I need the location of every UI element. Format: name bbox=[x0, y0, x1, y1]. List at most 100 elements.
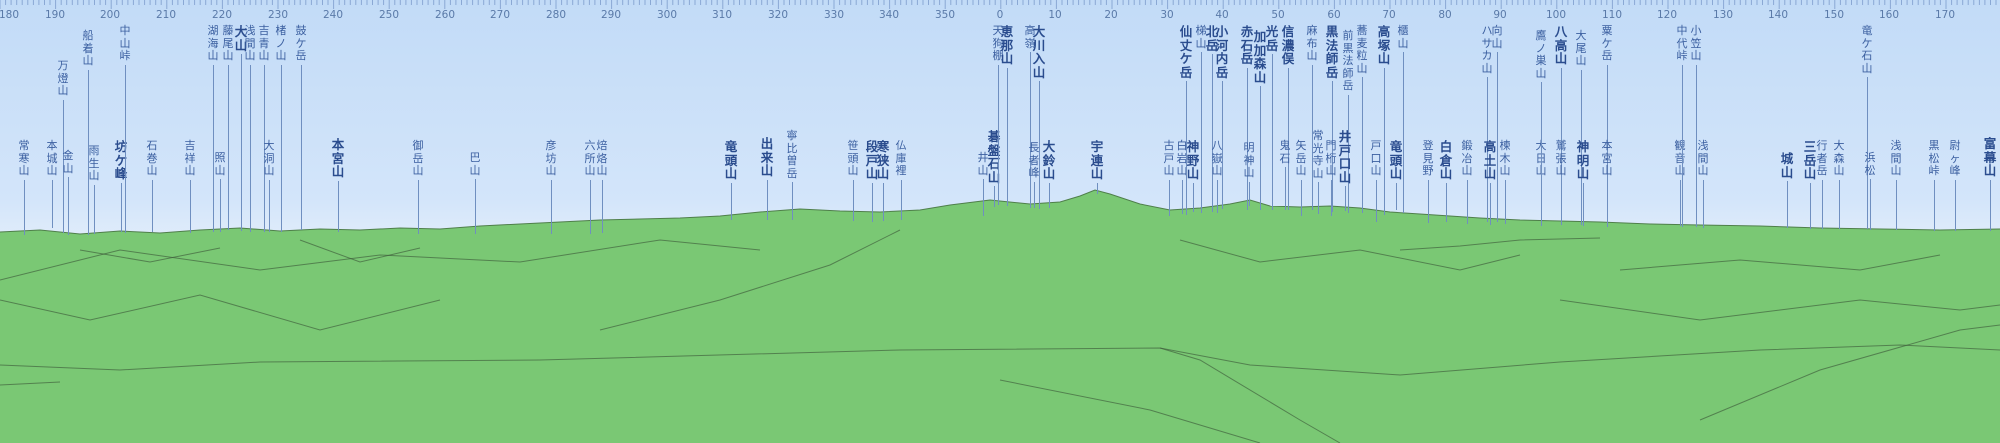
ridge-line bbox=[79, 247, 221, 263]
peak-pointer-line bbox=[1331, 179, 1332, 216]
peak-name-label: 御岳山 bbox=[412, 139, 424, 177]
peak-name-label: 笹頭山 bbox=[847, 139, 859, 177]
ridge-line bbox=[1179, 239, 1521, 271]
peak-name-label: 六所山 bbox=[584, 139, 596, 177]
peak-name-label: 照山 bbox=[214, 151, 226, 177]
peak-name-label: 加加森山 bbox=[1253, 29, 1267, 85]
ridge-line bbox=[1559, 299, 2000, 321]
peak-name-label: 楝木山 bbox=[1499, 139, 1511, 177]
peak-pointer-line bbox=[551, 179, 552, 234]
peak-name-label: 戸口山 bbox=[1370, 139, 1382, 177]
compass-degree-label: 320 bbox=[767, 9, 789, 21]
peak-pointer-line bbox=[1384, 67, 1385, 215]
peak-name-label: 彦坊山 bbox=[545, 139, 557, 177]
peak-pointer-line bbox=[1039, 81, 1040, 209]
peak-name-label: 吉青山 bbox=[258, 24, 270, 62]
peak-pointer-line bbox=[1182, 179, 1183, 214]
peak-name-label: 常光寺山 bbox=[1312, 129, 1324, 180]
compass-degree-label: 280 bbox=[545, 9, 567, 21]
peak-pointer-line bbox=[1249, 181, 1250, 206]
peak-pointer-line bbox=[1541, 82, 1542, 224]
peak-pointer-line bbox=[1696, 64, 1697, 227]
peak-pointer-line bbox=[24, 179, 25, 235]
ridge-line bbox=[0, 239, 761, 281]
peak-name-label: 雨生山 bbox=[88, 144, 100, 182]
peak-name-label: 大山 bbox=[234, 24, 248, 53]
peak-pointer-line bbox=[1169, 179, 1170, 216]
peak-pointer-line bbox=[1301, 179, 1302, 216]
peak-name-label: 金山 bbox=[62, 149, 74, 175]
peak-pointer-line bbox=[1034, 181, 1035, 208]
peak-pointer-line bbox=[1285, 167, 1286, 210]
peak-pointer-line bbox=[1222, 81, 1223, 209]
peak-name-label: 黒法師岳 bbox=[1325, 24, 1339, 80]
peak-name-label: 浅間山 bbox=[1697, 139, 1709, 177]
peak-pointer-line bbox=[63, 99, 64, 233]
compass-degree-label: 220 bbox=[211, 9, 233, 21]
peak-name-label: 高嶺 bbox=[1024, 24, 1036, 50]
peak-pointer-line bbox=[1487, 77, 1488, 222]
compass-degree-label: 60 bbox=[1327, 9, 1341, 21]
peak-name-label: 鍛冶山 bbox=[1461, 139, 1473, 177]
peak-pointer-line bbox=[1193, 182, 1194, 212]
peak-name-label: ハサカ山 bbox=[1481, 24, 1493, 75]
peak-name-label: 吉祥山 bbox=[184, 139, 196, 177]
peak-pointer-line bbox=[1934, 179, 1935, 231]
peak-pointer-line bbox=[1396, 182, 1397, 210]
peak-name-label: 浅間山 bbox=[1890, 139, 1902, 177]
peak-pointer-line bbox=[901, 179, 902, 220]
peak-pointer-line bbox=[228, 64, 229, 230]
peak-name-label: 本宮山 bbox=[331, 137, 345, 179]
peak-pointer-line bbox=[1362, 77, 1363, 213]
peak-name-label: 竜頭山 bbox=[1389, 139, 1403, 181]
peak-name-label: 富幕山 bbox=[1983, 136, 1997, 178]
peak-pointer-line bbox=[1581, 69, 1582, 225]
peak-name-label: 神野山 bbox=[1186, 139, 1200, 181]
peak-name-label: 出来山 bbox=[760, 136, 774, 178]
peak-labels: 常寒山万燈山本城山金山船着山雨生山坊ケ峰中山峠石巻山吉祥山湖海山照山藤尾山大山浅… bbox=[19, 24, 1997, 235]
peak-pointer-line bbox=[1839, 179, 1840, 229]
compass-degree-label: 310 bbox=[711, 9, 733, 21]
peak-name-label: 三岳山 bbox=[1803, 139, 1817, 181]
peak-name-label: 大尾山 bbox=[1575, 29, 1587, 67]
ridge-line bbox=[0, 344, 2000, 376]
peak-name-label: 井戸口山 bbox=[1338, 129, 1352, 185]
peak-name-label: 大川入山 bbox=[1032, 24, 1046, 80]
peak-pointer-line bbox=[1247, 67, 1248, 210]
peak-name-label: 大鈴山 bbox=[1042, 139, 1056, 181]
peak-name-label: 登見野 bbox=[1422, 139, 1434, 177]
peak-name-label: 坊ケ峰 bbox=[114, 139, 128, 181]
peak-name-label: 信濃俣 bbox=[1281, 24, 1295, 66]
peak-name-label: 湖海山 bbox=[207, 24, 219, 62]
compass-degree-label: 160 bbox=[1878, 9, 1900, 21]
peak-name-label: 浜松 bbox=[1864, 151, 1876, 177]
peak-name-label: 藤尾山 bbox=[222, 24, 234, 62]
peak-name-label: 巴山 bbox=[469, 151, 481, 177]
peak-name-label: 石巻山 bbox=[146, 139, 158, 177]
peak-name-label: 向山 bbox=[1491, 24, 1503, 50]
peak-pointer-line bbox=[1787, 181, 1788, 228]
peak-pointer-line bbox=[1446, 182, 1447, 222]
peak-pointer-line bbox=[1217, 179, 1218, 213]
peak-name-label: 白倉山 bbox=[1439, 139, 1453, 181]
compass-degree-label: 230 bbox=[267, 9, 289, 21]
peak-pointer-line bbox=[1345, 186, 1346, 211]
peak-pointer-line bbox=[1680, 179, 1681, 226]
peak-name-label: 碁盤石山 bbox=[987, 129, 1001, 185]
peak-pointer-line bbox=[1348, 94, 1349, 213]
peak-pointer-line bbox=[983, 179, 984, 216]
peak-pointer-line bbox=[1682, 64, 1683, 227]
peak-pointer-line bbox=[883, 182, 884, 221]
peak-pointer-line bbox=[1260, 86, 1261, 210]
peak-name-label: 浅間山 bbox=[244, 24, 256, 62]
peak-pointer-line bbox=[1212, 54, 1213, 212]
ridge-line bbox=[599, 229, 901, 331]
peak-name-label: 中山峠 bbox=[119, 24, 131, 62]
peak-name-label: 鷹ノ巣山 bbox=[1535, 29, 1547, 80]
peak-pointer-line bbox=[792, 182, 793, 220]
peak-pointer-line bbox=[1990, 179, 1991, 231]
peak-pointer-line bbox=[125, 64, 126, 233]
peak-name-label: 粟ケ岳 bbox=[1601, 24, 1613, 62]
